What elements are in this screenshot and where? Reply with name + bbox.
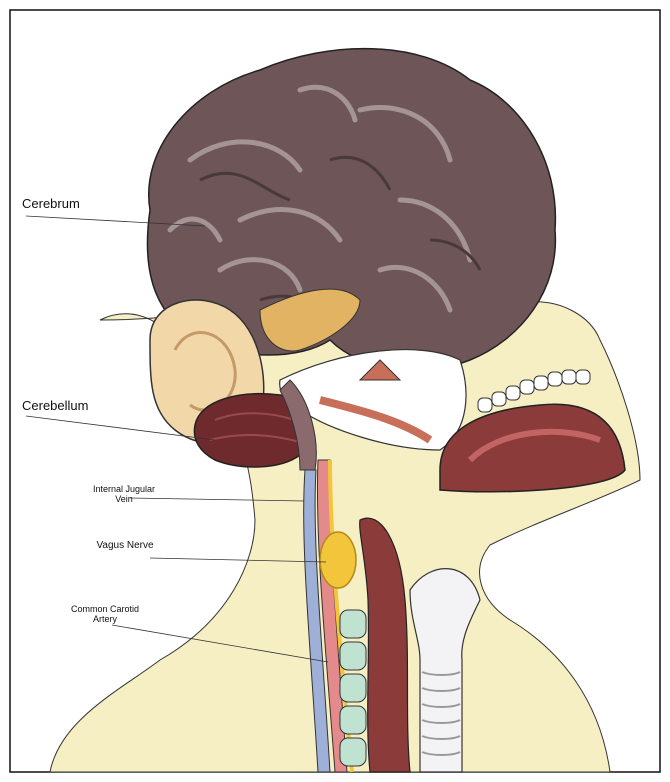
label-internal-jugular-vein: Internal Jugular Vein — [70, 484, 178, 504]
label-vagus-nerve: Vagus Nerve — [80, 541, 170, 551]
label-internal-jugular-vein-line1: Internal Jugular — [70, 484, 178, 494]
label-common-carotid-artery-line1: Common Carotid — [50, 604, 160, 614]
vagus-nerve-ganglion — [320, 532, 356, 588]
label-common-carotid-artery-line2: Artery — [50, 614, 160, 624]
cervical-spine — [340, 610, 366, 766]
label-internal-jugular-vein-line2: Vein — [70, 494, 178, 504]
label-common-carotid-artery: Common Carotid Artery — [50, 604, 160, 624]
label-cerebellum: Cerebellum — [22, 398, 88, 413]
label-cerebrum: Cerebrum — [22, 196, 80, 211]
